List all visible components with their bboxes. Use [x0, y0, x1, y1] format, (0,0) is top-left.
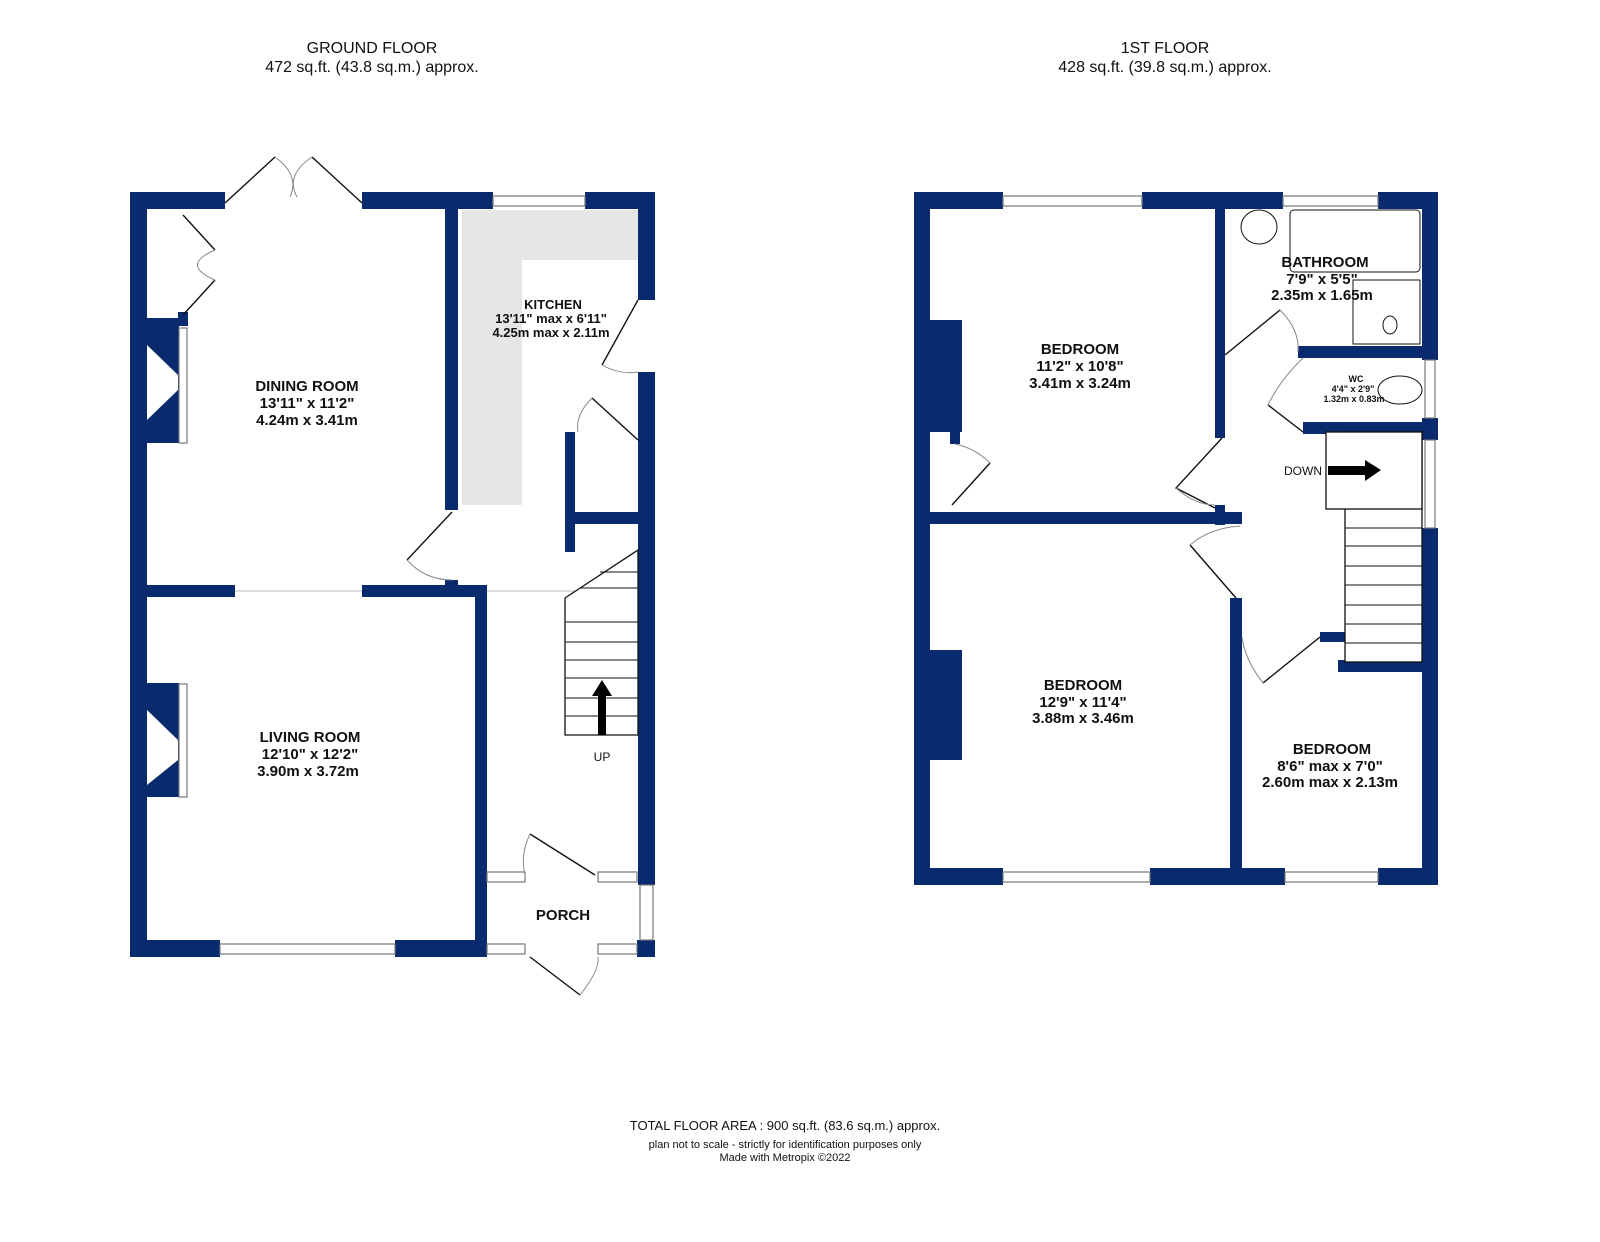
svg-text:BEDROOM: BEDROOM	[1041, 341, 1119, 358]
svg-text:11'2" x 10'8": 11'2" x 10'8"	[1036, 358, 1123, 375]
up-arrow-icon	[592, 680, 612, 735]
svg-text:3.90m x 3.72m: 3.90m x 3.72m	[257, 763, 359, 780]
room-bedroom-1: BEDROOM 11'2" x 10'8" 3.41m x 3.24m	[1029, 341, 1131, 392]
first-stairs	[1325, 431, 1423, 663]
svg-text:8'6" max x 7'0": 8'6" max x 7'0"	[1277, 758, 1383, 775]
ground-floor-title: GROUND FLOOR	[307, 40, 438, 57]
svg-text:2.35m x 1.65m: 2.35m x 1.65m	[1271, 287, 1373, 304]
svg-text:13'11" max x 6'11": 13'11" max x 6'11"	[495, 311, 607, 326]
toilet-icon	[1377, 375, 1423, 405]
basin-icon	[1240, 209, 1278, 245]
svg-text:12'9" x 11'4": 12'9" x 11'4"	[1039, 694, 1126, 711]
credit: Made with Metropix ©2022	[719, 1152, 850, 1164]
svg-text:BATHROOM: BATHROOM	[1281, 254, 1368, 271]
up-label: UP	[594, 750, 611, 764]
room-bathroom: BATHROOM 7'9" x 5'5" 2.35m x 1.65m	[1271, 254, 1373, 304]
room-wc: WC 4'4" x 2'9" 1.32m x 0.83m	[1323, 374, 1384, 404]
room-porch: PORCH	[536, 907, 590, 924]
svg-text:4.24m x 3.41m: 4.24m x 3.41m	[256, 412, 358, 429]
svg-text:3.41m x 3.24m: 3.41m x 3.24m	[1029, 375, 1131, 392]
svg-text:BEDROOM: BEDROOM	[1293, 741, 1371, 758]
ground-stairs	[564, 548, 639, 736]
ground-floor-plan: UP DINING ROOM 13'11" x 11'2" 4.24m x 3.…	[130, 156, 655, 996]
first-floor-title: 1ST FLOOR	[1121, 40, 1210, 57]
room-kitchen: KITCHEN 13'11" max x 6'11" 4.25m max x 2…	[492, 297, 609, 340]
bedroom-window	[1002, 195, 1143, 207]
room-living: LIVING ROOM 12'10" x 12'2" 3.90m x 3.72m	[257, 729, 360, 780]
first-walls	[914, 192, 1438, 885]
svg-text:KITCHEN: KITCHEN	[524, 297, 582, 312]
svg-text:WC: WC	[1349, 374, 1364, 384]
svg-text:12'10" x 12'2": 12'10" x 12'2"	[262, 746, 358, 763]
first-floor-area: 428 sq.ft. (39.8 sq.m.) approx.	[1058, 59, 1271, 76]
down-label: DOWN	[1284, 464, 1322, 478]
svg-text:1.32m x 0.83m: 1.32m x 0.83m	[1323, 394, 1384, 404]
kitchen-worktop	[462, 210, 522, 505]
svg-text:4'4" x 2'9": 4'4" x 2'9"	[1332, 384, 1375, 394]
room-bedroom-3: BEDROOM 8'6" max x 7'0" 2.60m max x 2.13…	[1262, 741, 1398, 791]
disclaimer: plan not to scale - strictly for identif…	[649, 1139, 922, 1151]
ground-floor-area: 472 sq.ft. (43.8 sq.m.) approx.	[265, 59, 478, 76]
living-window	[219, 943, 396, 955]
svg-text:3.88m x 3.46m: 3.88m x 3.46m	[1032, 710, 1134, 727]
total-floor-area: TOTAL FLOOR AREA : 900 sq.ft. (83.6 sq.m…	[630, 1118, 940, 1133]
svg-text:DINING ROOM: DINING ROOM	[255, 378, 358, 395]
first-floor-plan: DOWN BEDROOM 11'2" x 10'8" 3.41m x 3.24m…	[914, 192, 1438, 885]
room-bedroom-2: BEDROOM 12'9" x 11'4" 3.88m x 3.46m	[1032, 677, 1134, 727]
svg-text:BEDROOM: BEDROOM	[1044, 677, 1122, 694]
room-dining: DINING ROOM 13'11" x 11'2" 4.24m x 3.41m	[255, 378, 358, 429]
svg-text:7'9" x 5'5": 7'9" x 5'5"	[1286, 271, 1357, 288]
svg-text:4.25m max x 2.11m: 4.25m max x 2.11m	[492, 325, 609, 340]
bath-icon	[1289, 209, 1421, 273]
down-arrow-icon	[1328, 460, 1381, 481]
svg-text:13'11" x 11'2": 13'11" x 11'2"	[260, 395, 355, 412]
svg-text:2.60m max x 2.13m: 2.60m max x 2.13m	[1262, 774, 1398, 791]
svg-text:LIVING ROOM: LIVING ROOM	[260, 729, 361, 746]
kitchen-window	[492, 195, 586, 207]
